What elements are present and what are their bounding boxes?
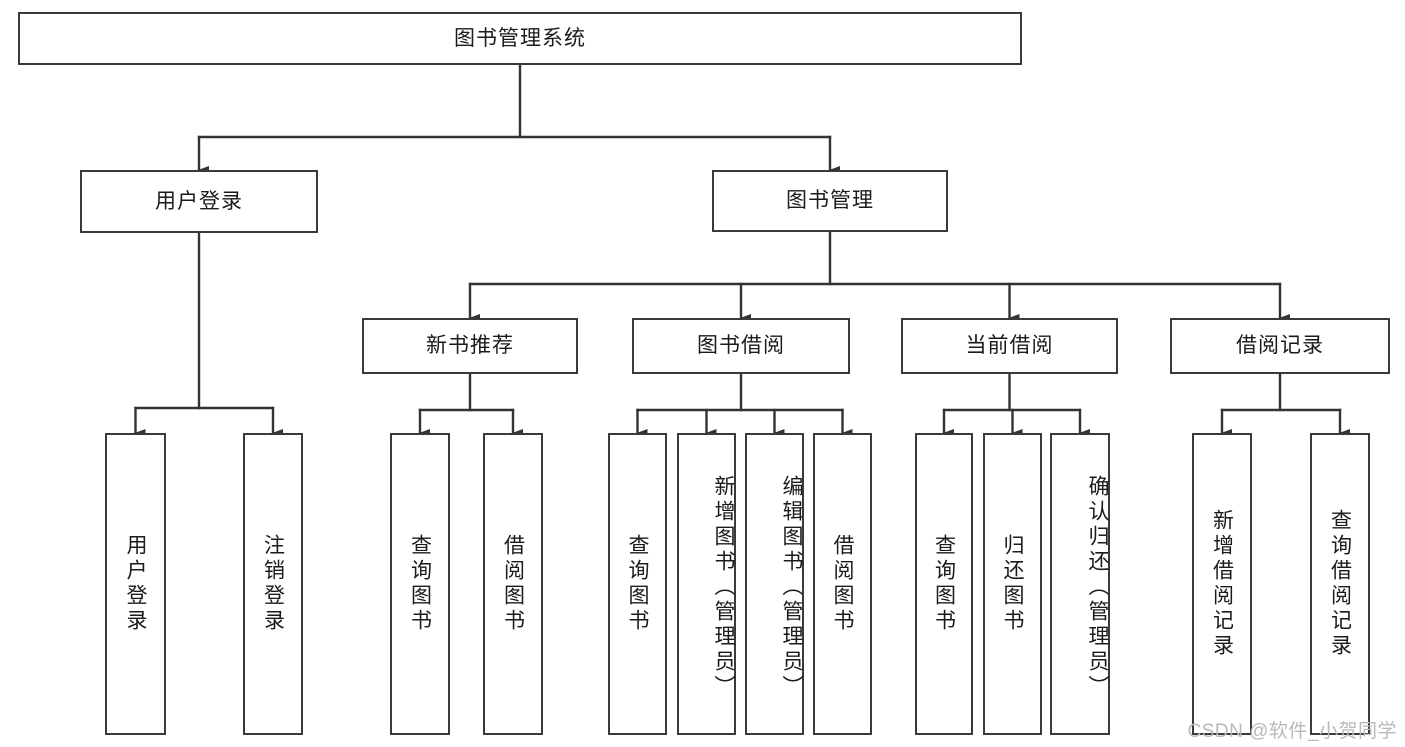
leaf-logout[interactable]: 注销登录 — [243, 433, 303, 735]
node-label: 查询图书 — [626, 534, 649, 634]
leaf-query-book-2[interactable]: 查询图书 — [608, 433, 667, 735]
node-label: 编辑图书（管理员） — [780, 474, 803, 700]
leaf-edit-book[interactable]: 编辑图书（管理员） — [745, 433, 804, 735]
leaf-confirm-return[interactable]: 确认归还（管理员） — [1050, 433, 1110, 735]
node-book-management[interactable]: 图书管理 — [712, 170, 948, 232]
node-label: 确认归还（管理员） — [1086, 474, 1109, 700]
leaf-add-book[interactable]: 新增图书（管理员） — [677, 433, 736, 735]
node-label: 借阅记录 — [1236, 334, 1324, 358]
leaf-user-login[interactable]: 用户登录 — [105, 433, 166, 735]
leaf-add-borrow-record[interactable]: 新增借阅记录 — [1192, 433, 1252, 735]
node-label: 新增借阅记录 — [1210, 509, 1234, 659]
node-borrow-record[interactable]: 借阅记录 — [1170, 318, 1390, 374]
node-label: 查询图书 — [932, 534, 956, 634]
node-label: 借阅图书 — [501, 534, 525, 634]
node-label: 借阅图书 — [831, 534, 854, 634]
leaf-query-borrow-record[interactable]: 查询借阅记录 — [1310, 433, 1370, 735]
node-root-system[interactable]: 图书管理系统 — [18, 12, 1022, 65]
node-label: 用户登录 — [155, 189, 243, 213]
watermark-text: CSDN @软件_小贺同学 — [1187, 721, 1397, 742]
node-label: 图书管理系统 — [454, 26, 586, 50]
node-user-login[interactable]: 用户登录 — [80, 170, 318, 233]
leaf-query-book-1[interactable]: 查询图书 — [390, 433, 450, 735]
leaf-borrow-book-1[interactable]: 借阅图书 — [483, 433, 543, 735]
leaf-query-book-3[interactable]: 查询图书 — [915, 433, 973, 735]
node-label: 新增图书（管理员） — [712, 474, 735, 700]
node-label: 当前借阅 — [965, 334, 1054, 358]
node-label: 新书推荐 — [426, 334, 514, 358]
node-label: 图书管理 — [786, 189, 874, 213]
node-label: 查询图书 — [408, 534, 432, 634]
node-label: 查询借阅记录 — [1328, 509, 1352, 659]
node-label: 归还图书 — [1001, 534, 1024, 634]
leaf-return-book[interactable]: 归还图书 — [983, 433, 1042, 735]
node-label: 图书借阅 — [697, 334, 785, 358]
node-new-book-recommend[interactable]: 新书推荐 — [362, 318, 578, 374]
leaf-borrow-book-2[interactable]: 借阅图书 — [813, 433, 872, 735]
node-current-borrow[interactable]: 当前借阅 — [901, 318, 1118, 374]
node-book-borrow[interactable]: 图书借阅 — [632, 318, 850, 374]
node-label: 用户登录 — [124, 534, 147, 634]
node-label: 注销登录 — [261, 534, 285, 634]
